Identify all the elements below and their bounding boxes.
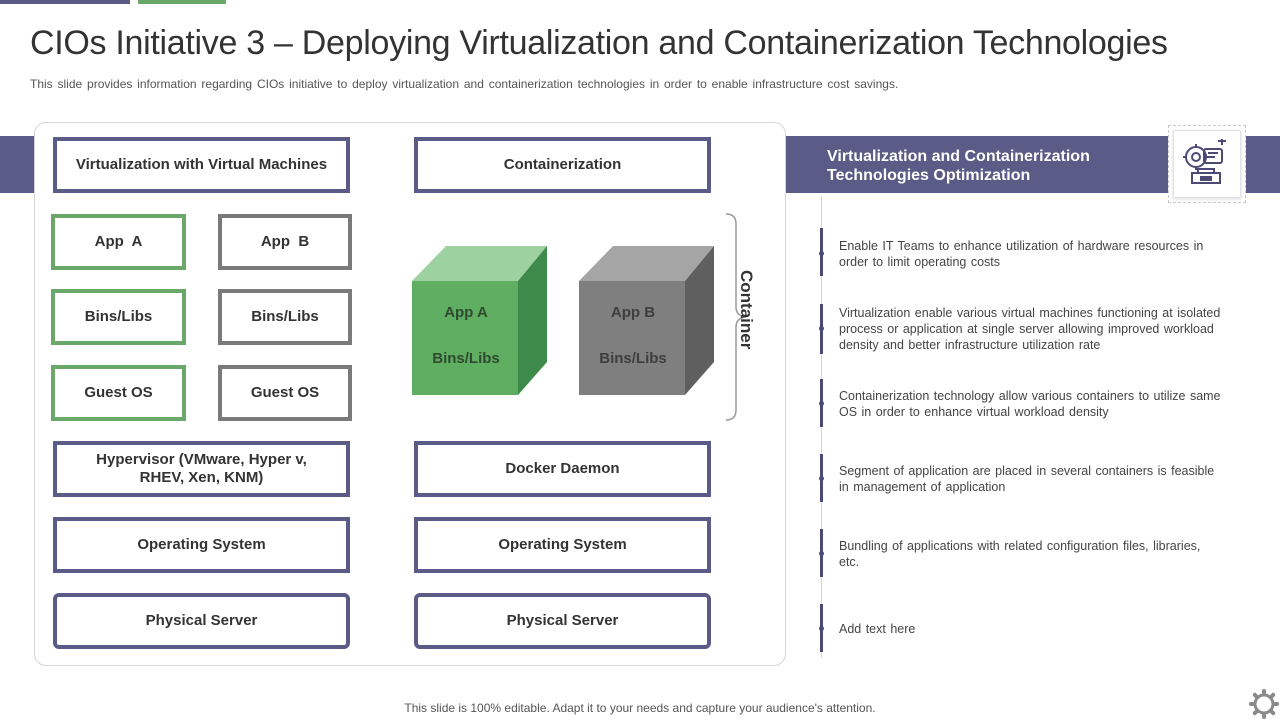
timeline-dot-4: [819, 476, 824, 481]
vm-app-a-box: App A: [51, 214, 186, 270]
vm-app-a-label: App A: [94, 233, 143, 250]
container-heading: Containerization: [503, 156, 622, 173]
container-label: Container: [737, 270, 756, 350]
vm-guest-a-label: Guest OS: [84, 384, 153, 401]
vm-os-box: Operating System: [53, 517, 350, 573]
timeline-dot-5: [819, 551, 824, 556]
container-brace-icon: [725, 213, 747, 421]
vm-heading-box: Virtualization with Virtual Machines: [53, 137, 350, 193]
docker-daemon-label: Docker Daemon: [505, 460, 620, 477]
vm-hypervisor-label: Hypervisor (VMware, Hyper v, RHEV, Xen, …: [96, 451, 307, 486]
container-server-box: Physical Server: [414, 593, 711, 649]
header-band-right: [1244, 136, 1280, 193]
optimization-item-5: Bundling of applications with related co…: [839, 539, 1201, 569]
vm-os-label: Operating System: [137, 536, 266, 553]
vm-heading: Virtualization with Virtual Machines: [75, 156, 328, 173]
slide-subtitle: This slide provides information regardin…: [30, 77, 899, 91]
slide-footer: This slide is 100% editable. Adapt it to…: [404, 701, 876, 715]
optimization-item-2: Virtualization enable various virtual ma…: [839, 306, 1221, 352]
vm-guest-b-label: Guest OS: [250, 384, 320, 401]
container-heading-box: Containerization: [414, 137, 711, 193]
docker-daemon-box: Docker Daemon: [414, 441, 711, 497]
optimization-item-1: Enable IT Teams to enhance utilization o…: [839, 239, 1204, 269]
cube-app-b: [579, 246, 714, 395]
top-accent-bar-green: [138, 0, 226, 4]
cube-b-app-label: App B: [610, 304, 656, 321]
header-band-left: [0, 136, 35, 193]
vm-guest-a-box: Guest OS: [51, 365, 186, 421]
vm-bins-a-label: Bins/Libs: [84, 308, 153, 325]
optimization-heading: Virtualization and Containerization Tech…: [827, 148, 1090, 184]
vm-bins-a-box: Bins/Libs: [51, 289, 186, 345]
vm-server-box: Physical Server: [53, 593, 350, 649]
vm-app-b-label: App B: [260, 233, 310, 250]
timeline-dot-1: [819, 251, 824, 256]
container-os-label: Operating System: [498, 536, 627, 553]
cube-a-bins-label: Bins/Libs: [432, 350, 500, 367]
vm-hypervisor-box: Hypervisor (VMware, Hyper v, RHEV, Xen, …: [53, 441, 350, 497]
timeline-dot-6: [819, 626, 824, 631]
timeline-dot-2: [819, 326, 824, 331]
vm-server-label: Physical Server: [145, 612, 258, 629]
header-band-mid: [785, 136, 1170, 193]
settings-gear-icon[interactable]: [1248, 688, 1280, 720]
slide-title: CIOs Initiative 3 – Deploying Virtualiza…: [30, 24, 1168, 62]
optimization-item-4: Segment of application are placed in sev…: [839, 464, 1215, 494]
top-accent-bar-navy: [0, 0, 130, 4]
vm-bins-b-label: Bins/Libs: [251, 308, 319, 325]
cube-b-bins-label: Bins/Libs: [599, 350, 667, 367]
cube-a-app-label: App A: [444, 304, 488, 321]
container-server-label: Physical Server: [506, 612, 619, 629]
vm-guest-b-box: Guest OS: [218, 365, 352, 421]
vm-bins-b-box: Bins/Libs: [218, 289, 352, 345]
vm-app-b-box: App B: [218, 214, 352, 270]
robot-gear-icon: [1173, 130, 1241, 198]
timeline-dot-3: [819, 401, 824, 406]
optimization-item-6: Add text here: [839, 622, 916, 636]
container-os-box: Operating System: [414, 517, 711, 573]
optimization-icon-frame: [1168, 125, 1246, 203]
timeline-line: [821, 196, 822, 658]
optimization-item-3: Containerization technology allow variou…: [839, 389, 1221, 419]
cube-app-a: [412, 246, 547, 395]
